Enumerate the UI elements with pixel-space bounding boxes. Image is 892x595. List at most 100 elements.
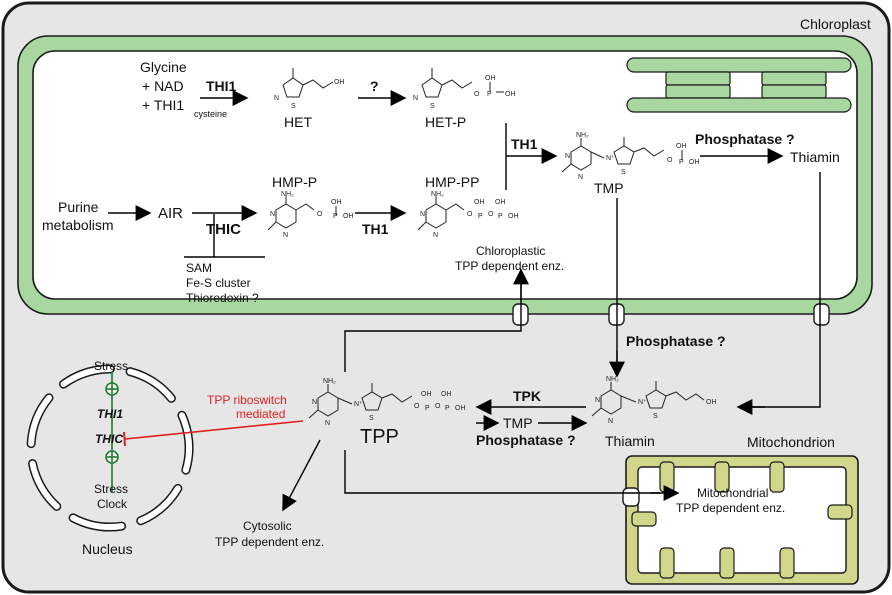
tpp-o1: O xyxy=(414,403,420,410)
tmp-s: S xyxy=(621,169,626,176)
het-s: S xyxy=(291,103,296,110)
riboswitch-line2: mediated xyxy=(236,407,285,421)
thiamin-s: S xyxy=(653,413,658,420)
hmppp-oh2: OH xyxy=(495,199,506,206)
hmpp-n2: N xyxy=(283,232,288,239)
hmppp-label: HMP-PP xyxy=(425,174,479,190)
chloroplast-label: Chloroplast xyxy=(800,16,871,32)
het-label: HET xyxy=(284,114,312,130)
mito-enz-line1: Mitochondrial xyxy=(697,486,768,500)
cysteine-subscript: cysteine xyxy=(194,109,227,119)
tpp-import-line xyxy=(344,284,522,372)
hmpp-o: O xyxy=(317,211,323,218)
enzyme-thic: THIC xyxy=(206,221,241,238)
hmppp-n1: N xyxy=(420,211,425,218)
tpp-structure xyxy=(308,383,413,419)
tmp-structure xyxy=(561,137,683,173)
tmp-nh2: NH₂ xyxy=(576,132,589,139)
hmppp-structure xyxy=(417,196,465,231)
tmp-oh-right: OH xyxy=(689,159,700,166)
hetp-o: O xyxy=(474,91,480,98)
thiamin-n2: N xyxy=(608,418,613,425)
hmpp-label: HMP-P xyxy=(272,174,317,190)
nad-label: + NAD xyxy=(142,78,184,94)
tpp-oh3: OH xyxy=(455,405,466,412)
tpp-nh2: NH₂ xyxy=(323,378,336,385)
nucleus-stress-top: Stress xyxy=(94,359,128,373)
tpp-n1: N xyxy=(312,399,317,406)
enzyme-unknown: ? xyxy=(370,78,379,94)
tpp-o2: O xyxy=(435,403,441,410)
tmp-p: P xyxy=(679,159,684,166)
nucleus-envelope-inner xyxy=(28,366,192,530)
hmppp-nh2: NH₂ xyxy=(431,191,444,198)
riboswitch-inhibition-bar xyxy=(123,431,126,447)
nucleus-stress-bottom: Stress xyxy=(94,482,128,496)
gene-thi1: THI1 xyxy=(97,407,123,421)
mitochondrion-label: Mitochondrion xyxy=(747,434,835,450)
nucleus-clock: Clock xyxy=(97,497,128,511)
tpp-mito-line xyxy=(344,450,660,494)
tpp-label: TPP xyxy=(360,426,399,448)
tpp-oh1: OH xyxy=(421,391,432,398)
stress-positive-icon-2 xyxy=(105,450,119,464)
het-n: N xyxy=(274,95,279,102)
tmp-n2: N xyxy=(578,174,583,181)
hetp-s: S xyxy=(430,103,435,110)
nucleus-label: Nucleus xyxy=(82,541,133,557)
tmp-oh-top: OH xyxy=(676,143,687,150)
thiamin-oh: OH xyxy=(706,399,717,406)
hmpp-oh-right: OH xyxy=(343,213,354,220)
cofactor-sam: SAM xyxy=(186,261,212,275)
tpp-p2: P xyxy=(445,405,450,412)
thiamin-cyto-label: Thiamin xyxy=(605,433,655,449)
enzyme-tpk: TPK xyxy=(513,388,541,404)
hetp-n: N xyxy=(413,95,418,102)
thiamin-nplus: N⁺ xyxy=(638,399,647,406)
chloro-enz-line2: TPP dependent enz. xyxy=(455,259,564,273)
het-oh: OH xyxy=(334,79,345,86)
hetp-structure xyxy=(421,68,504,98)
metabolism-label: metabolism xyxy=(42,217,114,233)
hetp-oh-right: OH xyxy=(505,91,516,98)
tpp-nplus: N⁺ xyxy=(354,401,363,408)
tpp-n2: N xyxy=(325,420,330,427)
hetp-p: P xyxy=(487,91,492,98)
hmppp-o1: O xyxy=(467,211,473,218)
riboswitch-line1: TPP riboswitch xyxy=(207,393,287,407)
tpp-p1: P xyxy=(425,405,430,412)
hmppp-o2: O xyxy=(488,211,494,218)
hmppp-p1: P xyxy=(478,213,483,220)
thi1-cys-label: + THI1 xyxy=(142,97,184,113)
purine-label: Purine xyxy=(58,199,99,215)
glycine-label: Glycine xyxy=(140,59,187,75)
hmppp-p2: P xyxy=(498,213,503,220)
enzyme-thi1: THI1 xyxy=(206,78,237,94)
tpp-oh2: OH xyxy=(441,391,452,398)
enzyme-th1-b: TH1 xyxy=(511,136,538,152)
thiamin-structure xyxy=(591,381,705,417)
gene-thic: THIC xyxy=(95,432,123,446)
hmpp-structure xyxy=(267,196,337,231)
hetp-label: HET-P xyxy=(425,114,466,130)
cofactor-fes: Fe-S cluster xyxy=(186,276,251,290)
hmppp-oh1: OH xyxy=(474,199,485,206)
hmpp-nh2: NH₂ xyxy=(281,191,294,198)
phosphatase-low: Phosphatase ? xyxy=(476,432,576,448)
tmp-chloro-label: TMP xyxy=(594,180,624,196)
cyto-enz-line2: TPP dependent enz. xyxy=(215,535,324,549)
hmppp-n2: N xyxy=(433,232,438,239)
tmp-nplus: N⁺ xyxy=(606,155,615,162)
tmp-o: O xyxy=(667,157,673,164)
cofactor-thioredoxin: Thioredoxin ? xyxy=(186,291,259,305)
air-label: AIR xyxy=(158,205,183,222)
hmpp-n1: N xyxy=(270,211,275,218)
phosphatase-mid: Phosphatase ? xyxy=(626,333,726,349)
hmpp-p: P xyxy=(333,213,338,220)
thylakoid-stack xyxy=(626,57,852,113)
arrow-tpp-cytosolic xyxy=(282,439,321,512)
enzyme-th1-a: TH1 xyxy=(362,221,389,237)
riboswitch-inhibition-line xyxy=(124,420,304,440)
